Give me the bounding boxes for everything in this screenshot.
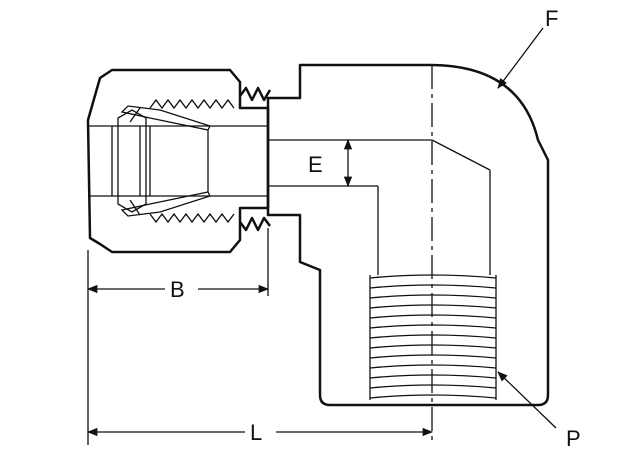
body-thread-bottom: [239, 216, 271, 232]
leader-f: [497, 27, 544, 89]
body-thread-top: [239, 86, 272, 102]
flow-passage: [268, 139, 491, 275]
nut-thread-top: [149, 98, 235, 110]
nut-outline: [86, 68, 270, 254]
female-thread-port: [369, 274, 497, 400]
label-e: E: [308, 152, 323, 177]
label-l: L: [250, 420, 262, 445]
label-f: F: [545, 6, 558, 31]
tube-bore: [88, 125, 268, 197]
nut-thread-bottom: [149, 212, 235, 224]
elbow-body-outline: [266, 63, 550, 407]
label-p: P: [566, 426, 581, 451]
ferrules: [117, 105, 211, 217]
label-b: B: [170, 277, 185, 302]
leader-p: [497, 371, 557, 429]
